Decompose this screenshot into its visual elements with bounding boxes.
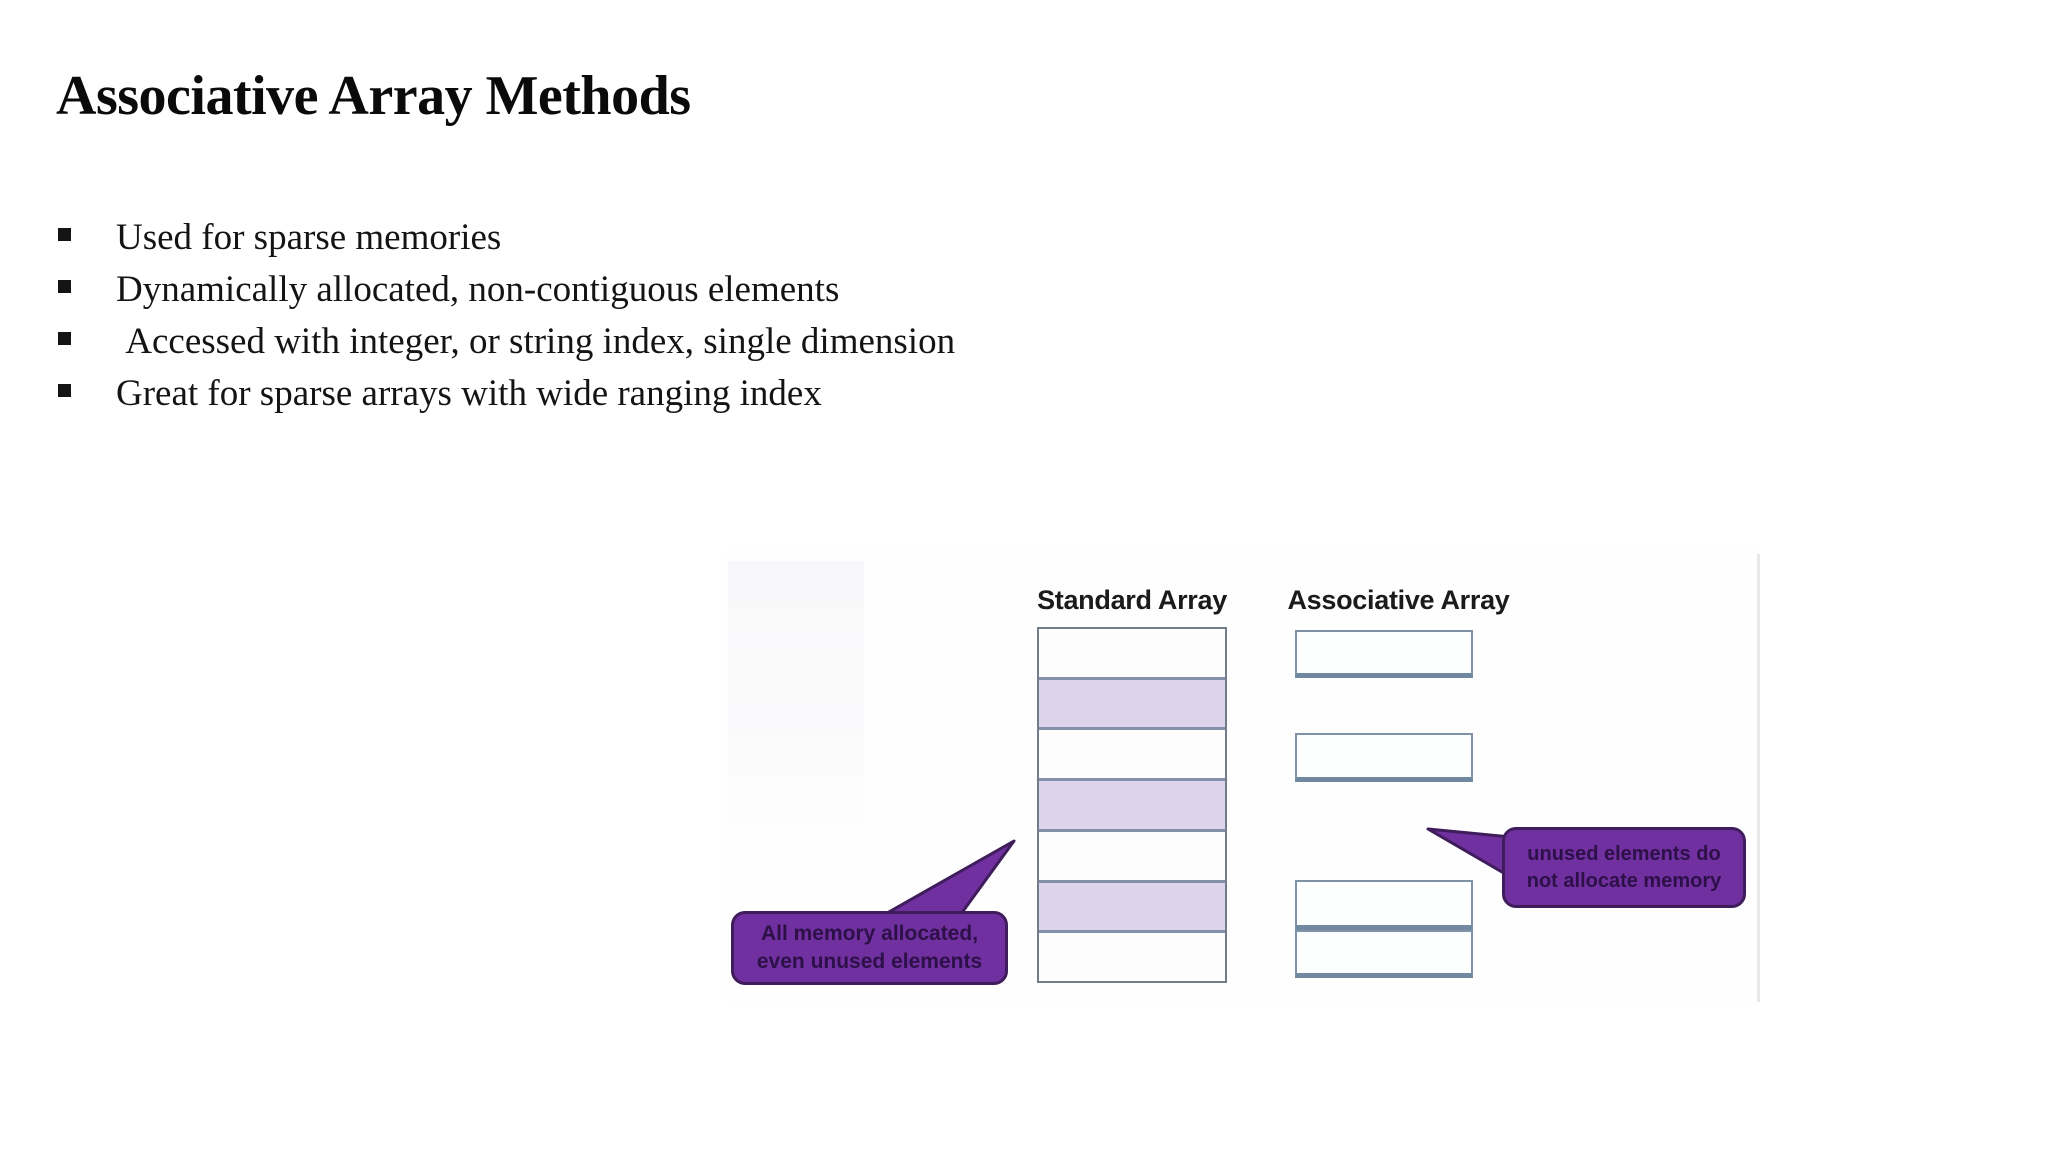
faint-artifact-blob [728,561,864,846]
standard-array-stack [1037,627,1227,983]
associative-array-box [1295,733,1473,782]
bullet-item: Great for sparse arrays with wide rangin… [58,368,1258,420]
standard-array-cell [1039,727,1225,779]
array-comparison-diagram: Standard Array Associative Array All mem… [726,549,1760,1004]
square-bullet-icon [58,280,71,293]
standard-array-cell [1039,879,1225,931]
associative-array-column [726,549,1760,1004]
standard-array-cell [1039,828,1225,880]
bullet-item: Accessed with integer, or string index, … [58,316,1258,368]
bullet-text: Used for sparse memories [116,217,502,258]
bullet-text: Accessed with integer, or string index, … [116,321,956,362]
associative-array-box [1295,880,1473,930]
page-title: Associative Array Methods [56,65,691,127]
standard-array-cell [1039,778,1225,829]
square-bullet-icon [58,332,71,345]
callout-all-memory-allocated: All memory allocated, even unused elemen… [731,911,1008,985]
bullet-text: Dynamically allocated, non-contiguous el… [116,269,840,310]
callout-unused-elements: unused elements do not allocate memory [1502,827,1746,908]
associative-array-box [1295,930,1473,978]
associative-array-header: Associative Array [1287,585,1510,615]
standard-array-cell [1039,676,1225,728]
bullet-text: Great for sparse arrays with wide rangin… [116,373,822,414]
associative-array-box [1295,630,1473,678]
callout-tails [864,827,1523,927]
image-right-edge-line [1757,554,1760,1002]
bullet-item: Used for sparse memories [58,212,1258,264]
square-bullet-icon [58,228,71,241]
square-bullet-icon [58,384,71,397]
bullet-item: Dynamically allocated, non-contiguous el… [58,264,1258,316]
standard-array-cell [1039,930,1225,982]
standard-array-header: Standard Array [1037,585,1227,615]
standard-array-cell [1039,629,1225,677]
